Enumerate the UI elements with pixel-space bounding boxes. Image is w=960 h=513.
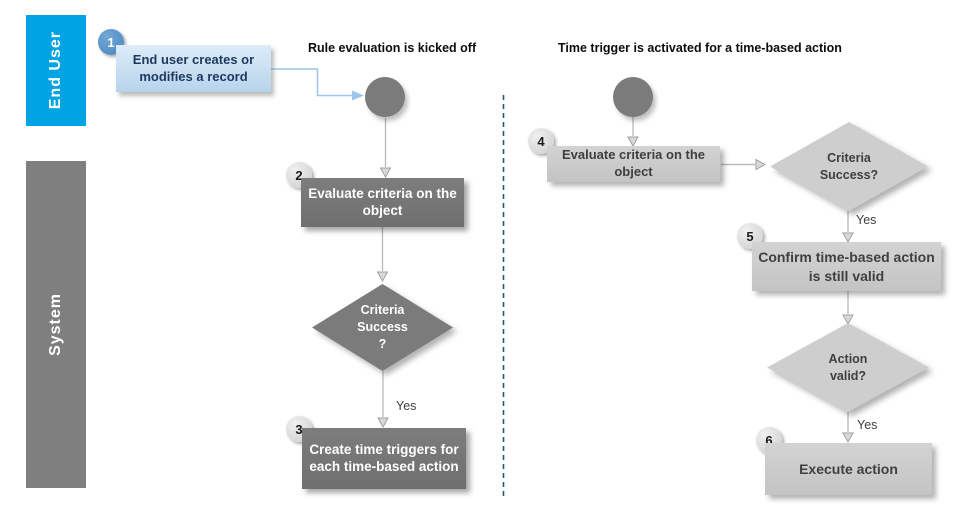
yes-label-right-1: Yes: [856, 213, 877, 227]
decision-line: Success?: [819, 167, 879, 182]
swimlane-end-user: End User: [26, 15, 86, 126]
decision-criteria-success-left-wrap: Criteria Success ?: [312, 284, 453, 371]
node-end-user-creates-record: End user creates or modifies a record: [116, 45, 271, 92]
decision-criteria-success-right-wrap: Criteria Success?: [770, 122, 928, 211]
node-evaluate-criteria-left: Evaluate criteria on the object: [301, 178, 464, 227]
node-evaluate-criteria-right-label: Evaluate criteria on the object: [561, 147, 706, 179]
node-evaluate-criteria-right: Evaluate criteria on the object: [547, 146, 720, 182]
decision-line: Criteria: [827, 150, 871, 165]
right-flow-title: Time trigger is activated for a time-bas…: [558, 41, 842, 55]
decision-criteria-success-left: Criteria Success ?: [312, 284, 453, 371]
decision-line: Action: [828, 351, 868, 366]
gray-connectors: [381, 117, 849, 432]
swimlane-system-label: System: [47, 293, 64, 356]
decision-line: Success: [357, 320, 408, 335]
node-confirm-action-valid-label: Confirm time-based action is still valid: [758, 248, 935, 284]
swimlane-end-user-label: End User: [47, 31, 64, 110]
node-execute-action-label: Execute action: [799, 460, 898, 477]
decision-line: valid?: [829, 368, 867, 383]
yes-label-left: Yes: [396, 399, 417, 413]
node-end-user-creates-record-label: End user creates or modifies a record: [132, 52, 255, 84]
arrowhead-blue: [352, 90, 364, 101]
decision-action-valid-wrap: Action valid?: [767, 323, 929, 412]
connector-step1-to-start: [271, 68, 352, 97]
start-node-right: [613, 77, 653, 117]
gray-arrowheads: [376, 136, 854, 444]
decision-criteria-success-right: Criteria Success?: [770, 122, 928, 211]
node-create-time-triggers-label: Create time triggers for each time-based…: [309, 442, 459, 474]
node-confirm-action-valid: Confirm time-based action is still valid: [752, 242, 941, 291]
decision-action-valid: Action valid?: [767, 323, 929, 412]
node-execute-action: Execute action: [765, 443, 932, 495]
decision-line: Criteria: [360, 303, 405, 318]
node-create-time-triggers: Create time triggers for each time-based…: [302, 428, 466, 489]
swimlane-system: System: [26, 161, 86, 488]
start-node-left: [365, 77, 405, 117]
node-evaluate-criteria-left-label: Evaluate criteria on the object: [308, 186, 457, 218]
left-flow-title: Rule evaluation is kicked off: [308, 41, 477, 55]
decision-line: ?: [378, 336, 387, 351]
yes-label-right-2: Yes: [857, 418, 878, 432]
